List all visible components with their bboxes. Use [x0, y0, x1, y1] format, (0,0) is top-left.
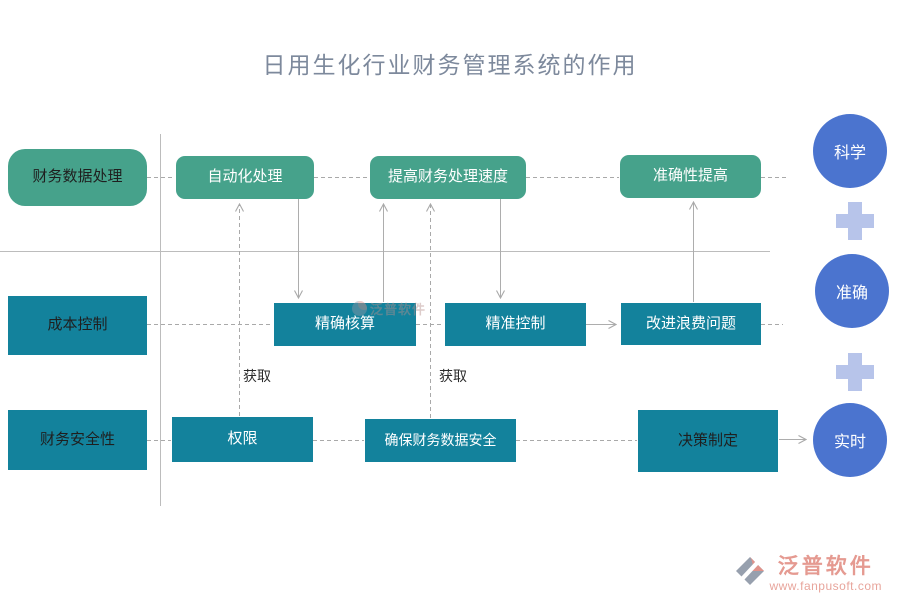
node-improve-waste-problem: 改进浪费问题: [621, 303, 761, 345]
plus-icon: [836, 353, 874, 391]
node-precise-control: 精准控制: [445, 303, 586, 346]
footer-brand-logo: 泛普软件 www.fanpusoft.com: [735, 556, 882, 592]
category-box-financial-security: 财务安全性: [8, 410, 147, 470]
footer-website-url: www.fanpusoft.com: [769, 579, 882, 593]
node-automated-processing: 自动化处理: [176, 156, 314, 199]
node-accuracy-improved: 准确性提高: [620, 155, 761, 198]
footer-brand-name: 泛普软件: [777, 554, 874, 578]
result-circle-realtime: 实时: [813, 403, 887, 477]
page-title: 日用生化行业财务管理系统的作用: [262, 53, 638, 79]
category-box-cost-control: 成本控制: [8, 296, 147, 355]
node-improve-processing-speed: 提高财务处理速度: [370, 156, 526, 199]
node-permissions: 权限: [172, 417, 313, 462]
edge-label-acquire-1: 获取: [243, 368, 271, 384]
fanpu-logo-icon: [736, 557, 765, 585]
plus-icon: [836, 202, 874, 240]
category-box-financial-data-processing: 财务数据处理: [8, 149, 147, 206]
result-circle-scientific: 科学: [813, 114, 887, 188]
edge-label-acquire-2: 获取: [439, 368, 467, 384]
node-ensure-financial-data-security: 确保财务数据安全: [365, 419, 516, 462]
result-circle-accurate: 准确: [815, 254, 889, 328]
node-precise-accounting: 精确核算: [274, 303, 416, 346]
node-decision-making: 决策制定: [638, 410, 778, 472]
